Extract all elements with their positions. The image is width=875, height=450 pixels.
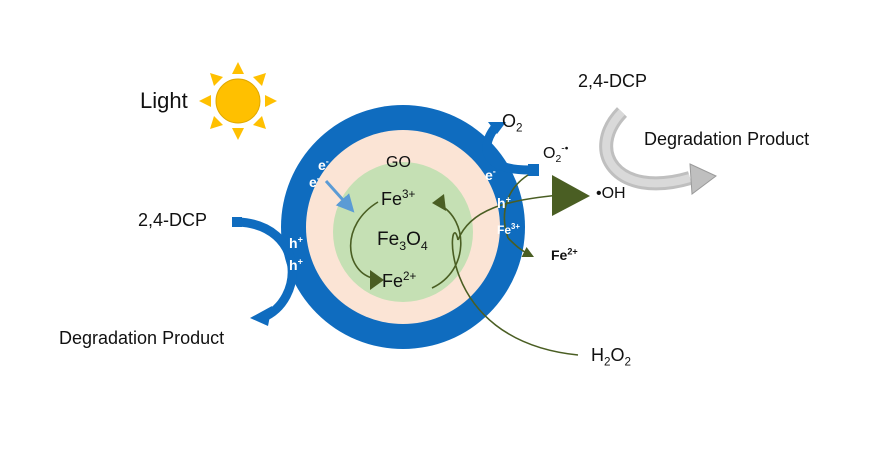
fe3-shell-label: Fe3+ <box>497 222 520 237</box>
fe2-output-label: Fe2+ <box>551 246 578 263</box>
hydroxyl-radical-label: •OH <box>596 185 626 202</box>
fe3-core-label: Fe3+ <box>381 188 416 209</box>
sun-icon <box>199 62 277 140</box>
hydroxyl-radical-arrowhead <box>552 175 590 216</box>
hole-label-3: h+ <box>497 194 511 211</box>
fe3o4-label: Fe3O4 <box>377 229 428 253</box>
electron-label-3: e- <box>485 166 496 183</box>
h2o2-label: H2O2 <box>591 345 632 369</box>
electron-label-2: e- <box>309 173 320 190</box>
o2-label: O2 <box>502 111 523 135</box>
go-label: GO <box>386 154 411 171</box>
h2o2-pathway <box>451 174 590 356</box>
fe-oxidation-arrowhead <box>432 194 446 211</box>
fe3o4-core <box>333 162 473 302</box>
dcp-left-label: 2,4-DCP <box>138 210 208 230</box>
superoxide-label: O2-• <box>543 143 569 166</box>
grey-degradation-arrow <box>599 107 717 195</box>
hole-label-2: h+ <box>289 256 303 273</box>
degradation-right-label: Degradation Product <box>644 129 810 149</box>
fe-reduction-arrowhead <box>370 270 384 290</box>
oxygen-reduction-arrow <box>482 122 539 176</box>
degradation-left-label: Degradation Product <box>59 328 225 348</box>
electron-label-1: e- <box>318 156 329 173</box>
fe-cycle-arrows <box>349 194 462 290</box>
light-label: Light <box>140 88 188 113</box>
fe2-core-label: Fe2+ <box>382 270 417 291</box>
hole-label-1: h+ <box>289 234 303 251</box>
dcp-right-label: 2,4-DCP <box>578 71 648 91</box>
left-degradation-arrow <box>232 217 297 326</box>
electron-transfer-arrow <box>324 179 355 213</box>
